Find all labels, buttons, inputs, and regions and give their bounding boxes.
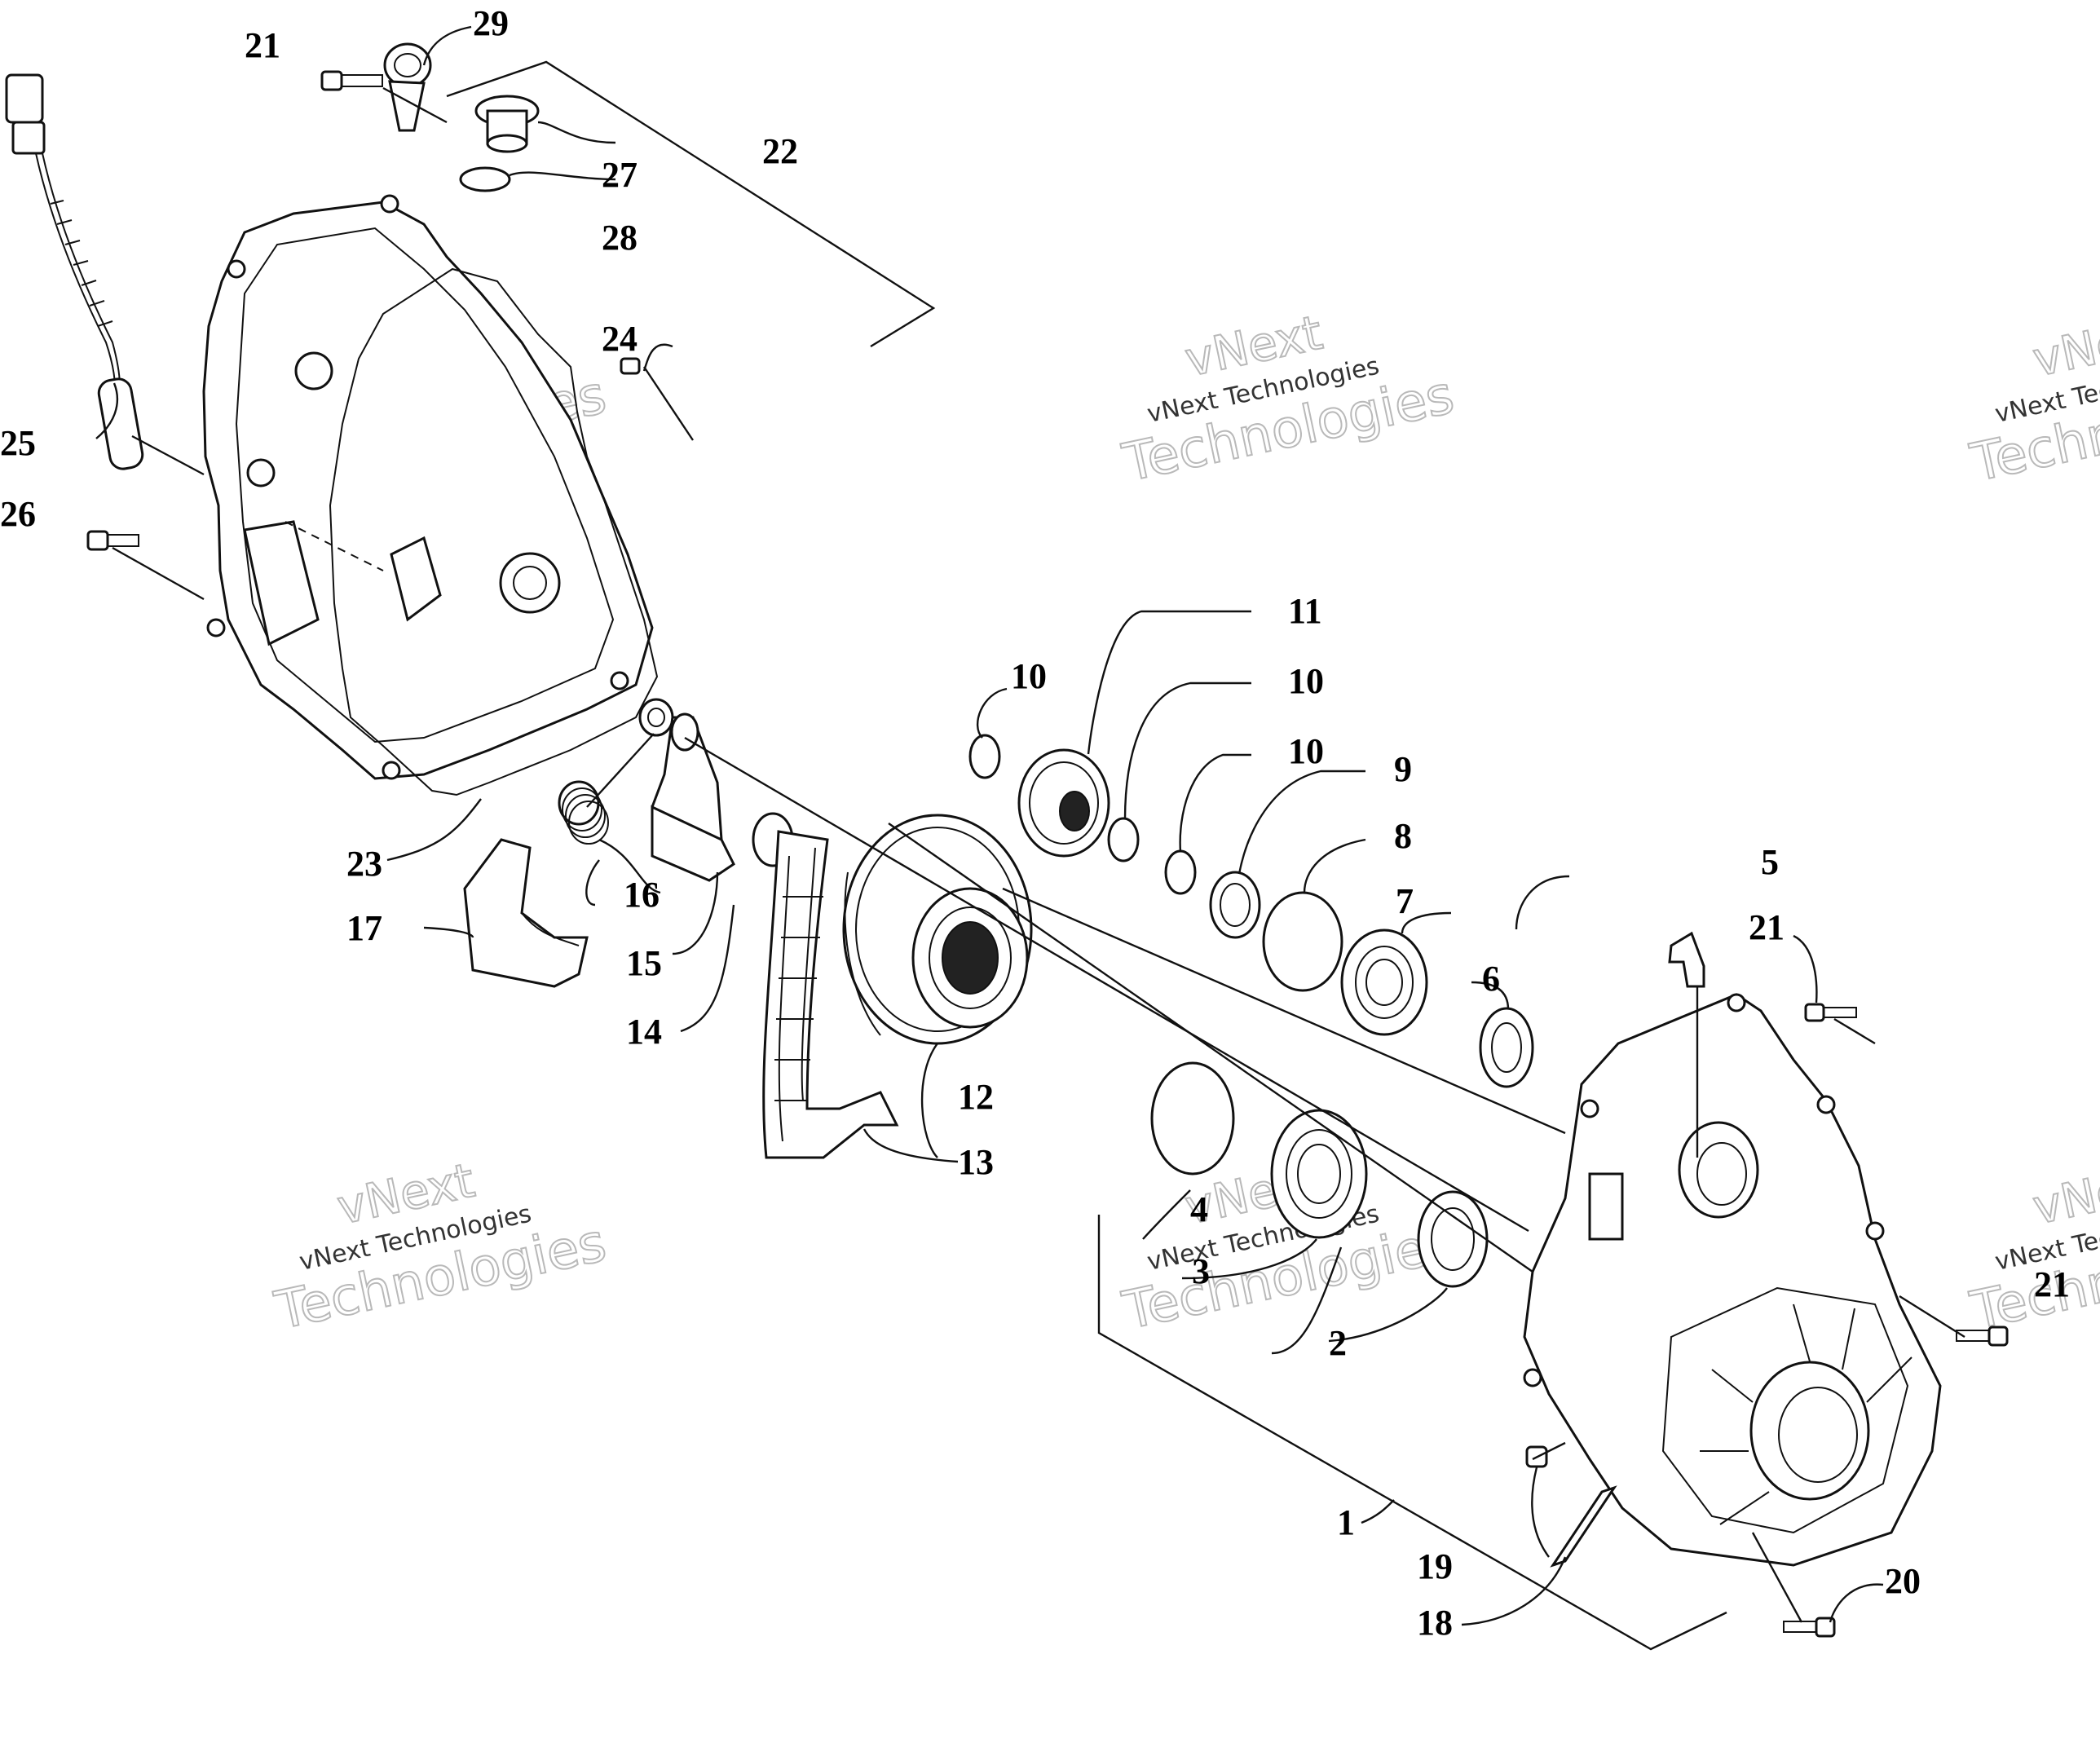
watermark-line1: vNext	[2028, 305, 2100, 388]
axis-line-upper	[684, 736, 1529, 1233]
snap-ring-10-c	[1164, 849, 1197, 895]
callout-26: 26	[0, 494, 36, 534]
callout-18: 18	[1417, 1603, 1453, 1643]
speed-sensor-harness	[5, 73, 205, 476]
snap-ring-10-a	[968, 734, 1001, 779]
tensioner-shoe-17	[463, 838, 589, 988]
bearing-7	[1340, 929, 1428, 1036]
callout-4: 4	[1190, 1189, 1208, 1229]
harness-clip-29	[383, 42, 432, 132]
callout-14: 14	[626, 1012, 662, 1052]
callout-15: 15	[626, 943, 662, 983]
callout-10-b: 10	[1288, 661, 1324, 701]
o-ring-28	[459, 166, 511, 192]
callout-10-c: 10	[1288, 731, 1324, 771]
callout-24: 24	[602, 319, 638, 359]
o-ring-4	[1150, 1061, 1235, 1176]
bolt-20	[1783, 1617, 1836, 1638]
bolt-26	[86, 530, 139, 551]
snap-ring-10-b	[1107, 817, 1140, 862]
tensioner-arm-15	[638, 698, 735, 882]
cover-gasket	[329, 267, 659, 796]
dipstick-18	[1550, 1485, 1617, 1568]
callout-23: 23	[346, 844, 382, 884]
callout-labels: 1 2 3 4 5 6 7 8 9 10 10 10 11 12 13 14 1…	[0, 3, 2070, 1643]
drain-plug-27	[474, 95, 540, 153]
vent-fitting-5	[1668, 931, 1705, 988]
callout-28: 28	[602, 218, 638, 258]
axis-line-lower	[888, 823, 1533, 1273]
callout-17: 17	[346, 908, 382, 948]
callout-20: 20	[1885, 1561, 1921, 1601]
callout-21-top: 21	[245, 25, 280, 65]
callout-7: 7	[1396, 881, 1414, 921]
bolt-21-right-upper	[1804, 1003, 1857, 1022]
bracket-1	[1097, 1215, 1727, 1651]
seal-2	[1417, 1190, 1489, 1288]
tensioner-spring-16	[558, 780, 609, 845]
callout-22: 22	[762, 131, 798, 171]
bracket-22	[446, 60, 936, 348]
callout-25: 25	[0, 423, 36, 463]
callout-16: 16	[624, 875, 660, 915]
callout-3: 3	[1192, 1251, 1210, 1291]
callout-29: 29	[473, 3, 509, 43]
callout-8: 8	[1394, 816, 1412, 856]
callout-21-right-lower: 21	[2034, 1264, 2070, 1304]
watermark-line1: vNext	[2028, 1153, 2100, 1236]
callout-13: 13	[958, 1142, 994, 1182]
callout-21-right-upper: 21	[1749, 907, 1785, 947]
axis-line-shaft	[1002, 887, 1566, 1135]
callout-11: 11	[1288, 591, 1322, 631]
o-ring-8	[1262, 891, 1343, 992]
driven-sprocket-12	[842, 814, 1033, 1045]
callout-27: 27	[602, 155, 638, 195]
callout-6: 6	[1482, 959, 1500, 999]
callout-2: 2	[1329, 1323, 1347, 1363]
drive-chain-13	[762, 830, 899, 1159]
callout-1: 1	[1337, 1502, 1355, 1542]
plug-24	[620, 357, 641, 375]
callout-5: 5	[1761, 842, 1779, 882]
bearing-3	[1270, 1109, 1368, 1239]
drive-gear-11	[1017, 748, 1110, 858]
chaincase-outer-cover	[202, 194, 654, 780]
seal-6	[1479, 1007, 1534, 1088]
callout-9: 9	[1394, 749, 1412, 789]
washer-9	[1209, 871, 1261, 939]
chaincase-housing	[1523, 993, 1942, 1567]
bolt-21-right-lower	[1956, 1326, 2009, 1347]
callout-12: 12	[958, 1077, 994, 1117]
bolt-21-top	[320, 70, 383, 91]
callout-10-a: 10	[1011, 656, 1047, 696]
callout-19: 19	[1417, 1546, 1453, 1586]
